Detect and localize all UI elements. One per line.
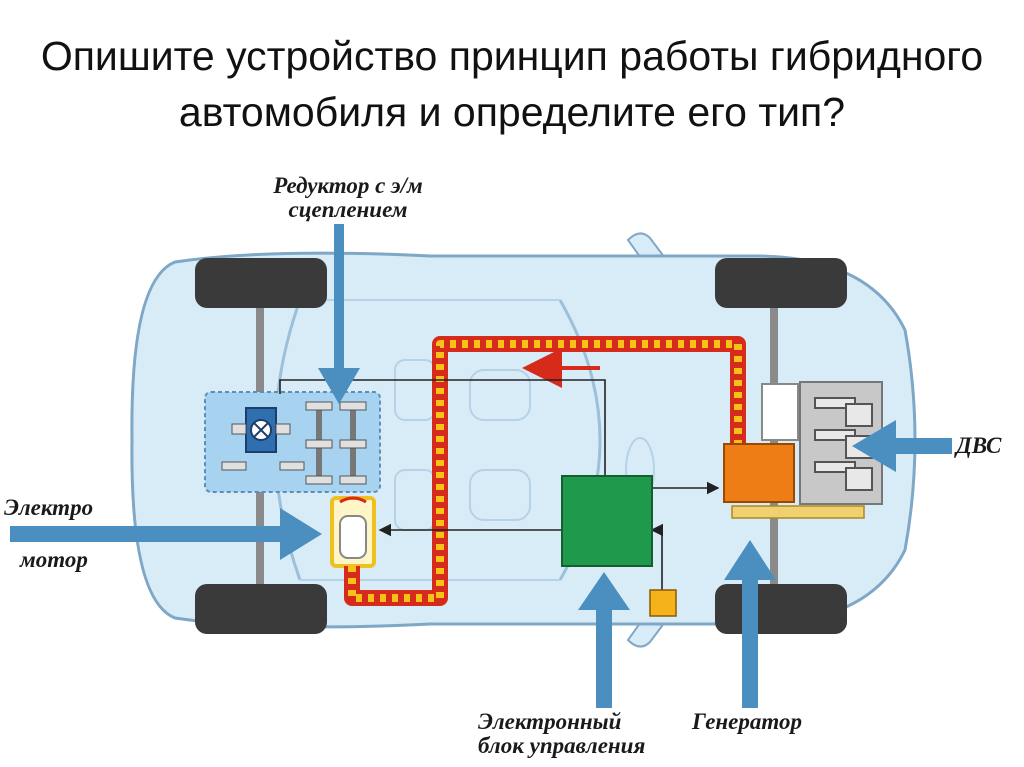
wheel-front-bottom bbox=[715, 584, 847, 634]
label-reducer-line-2: сцеплением bbox=[288, 197, 408, 222]
label-generator-text: Генератор bbox=[692, 709, 802, 734]
engine-mount bbox=[731, 505, 865, 519]
electronic-control-unit bbox=[561, 475, 653, 567]
label-reducer-line-1: Редуктор с э/м bbox=[273, 173, 423, 198]
label-ecu-line-2: блок управления bbox=[478, 733, 646, 758]
arrow-ecu bbox=[578, 572, 630, 708]
title-line-2: автомобиля и определите его тип? bbox=[178, 89, 846, 135]
wheel-front-top bbox=[715, 258, 847, 308]
label-motor-line-2: мотор bbox=[20, 547, 88, 572]
label-motor: Электро bbox=[4, 496, 93, 520]
control-line-top bbox=[279, 379, 606, 476]
label-motor-line-1: Электро bbox=[4, 495, 94, 520]
label-ice: ДВС bbox=[956, 434, 1001, 458]
label-ecu-line-1: Электронный bbox=[478, 709, 622, 734]
engine-cylinders bbox=[814, 397, 873, 491]
arrow-reducer bbox=[318, 224, 360, 404]
label-generator: Генератор bbox=[692, 710, 802, 734]
seat-front-right bbox=[469, 469, 531, 521]
arrow-motor bbox=[10, 508, 322, 560]
sensor-unit bbox=[649, 589, 677, 617]
seat-front-left bbox=[469, 369, 531, 421]
label-ice-text: ДВС bbox=[956, 433, 1002, 458]
engine-clutch bbox=[761, 383, 799, 441]
title-line-1: Опишите устройство принцип работы гибрид… bbox=[40, 33, 984, 79]
arrow-generator bbox=[724, 540, 776, 708]
page-title: Опишите устройство принцип работы гибрид… bbox=[0, 28, 1024, 140]
arrow-ice bbox=[852, 420, 952, 472]
wheel-rear-bottom bbox=[195, 584, 327, 634]
label-ecu: Электронный блок управления bbox=[478, 710, 645, 758]
label-reducer: Редуктор с э/м сцеплением bbox=[238, 174, 458, 222]
control-line-sensor bbox=[650, 523, 664, 590]
generator bbox=[723, 443, 795, 503]
pointer-arrows bbox=[10, 224, 952, 708]
wheel-rear-top bbox=[195, 258, 327, 308]
label-motor-2: мотор bbox=[20, 548, 88, 572]
